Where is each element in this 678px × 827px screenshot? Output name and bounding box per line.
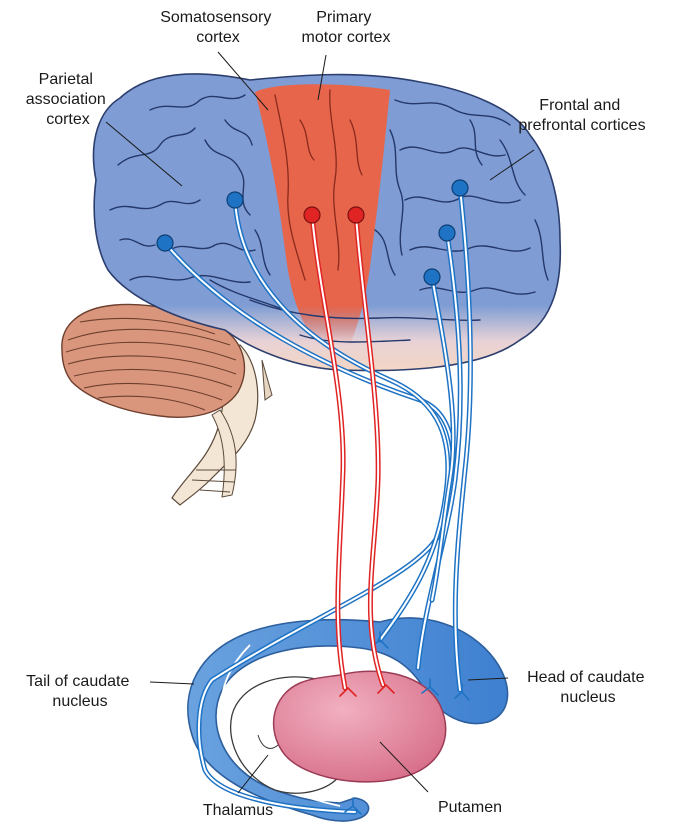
neuron-body-somatosensory	[227, 192, 243, 208]
label-tail-caudate: Tail of caudate nucleus	[26, 673, 134, 710]
label-motor: Primary motor cortex	[302, 9, 391, 46]
neuron-body-parietal	[157, 235, 173, 251]
label-somatosensory: Somatosensory cortex	[160, 9, 276, 46]
neuron-body-frontal-2	[439, 225, 455, 241]
label-head-caudate: Head of caudate nucleus	[527, 669, 649, 706]
neuron-body-frontal-1	[452, 180, 468, 196]
label-parietal: Parietal association cortex	[26, 71, 111, 128]
putamen	[274, 671, 446, 782]
label-frontal: Frontal and prefrontal cortices	[518, 97, 645, 134]
label-thalamus: Thalamus	[203, 802, 273, 819]
label-putamen: Putamen	[438, 799, 502, 816]
neuron-body-frontal-3	[424, 269, 440, 285]
neuron-body-motor-2	[348, 207, 364, 223]
neuron-body-motor-1	[304, 207, 320, 223]
